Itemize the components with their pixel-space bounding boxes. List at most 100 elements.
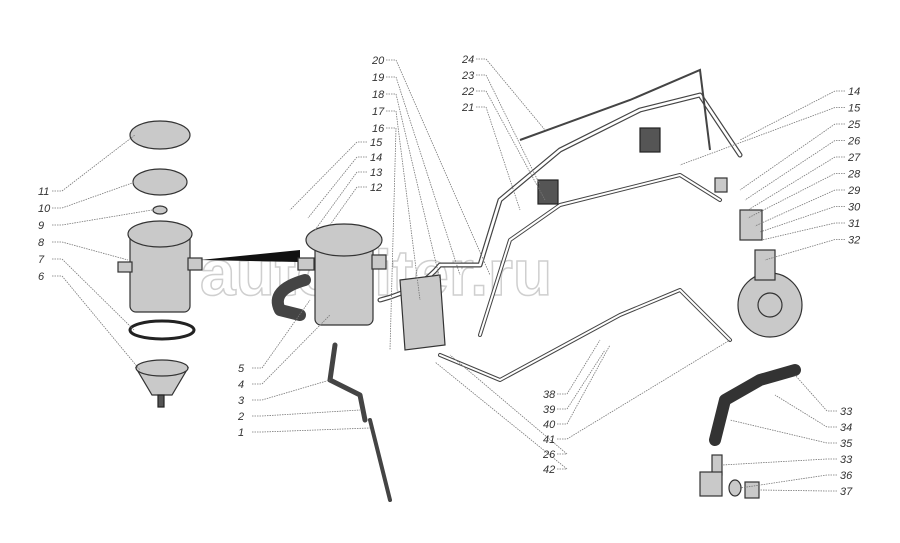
leader-line [774, 394, 837, 428]
callout-bottom-mid-5: 26 [542, 449, 556, 461]
callout-right-9: 31 [848, 218, 860, 230]
leader-line [52, 241, 129, 261]
callout-bottom-right-3: 35 [840, 438, 853, 450]
leader-line [747, 173, 845, 219]
callout-left-1: 11 [38, 186, 49, 198]
pump-hose [709, 364, 801, 446]
leader-line [557, 349, 606, 410]
filter-element-plate [132, 168, 188, 196]
leader-line [52, 181, 136, 209]
assembled-outlet [371, 254, 387, 270]
intake-tube [368, 418, 392, 502]
assembled-inlet [297, 257, 315, 271]
leader-line [52, 134, 136, 192]
callout-upper-mid-2: 19 [372, 72, 384, 84]
callout-left-5: 7 [38, 254, 45, 266]
gasket [152, 205, 168, 215]
callout-upper-mid-5: 16 [372, 123, 385, 135]
banjo-bolt [714, 177, 728, 193]
assembled-cover [305, 223, 383, 257]
callout-right-6: 28 [847, 169, 861, 181]
leader-line [386, 127, 397, 351]
callout-filter-bottom-4: 2 [237, 411, 244, 423]
clamp-left [537, 179, 559, 205]
leader-line [314, 171, 367, 231]
leader-line [252, 379, 331, 401]
leader-line [252, 314, 331, 385]
fuel-lines [377, 68, 763, 382]
callout-left-3: 9 [38, 220, 44, 232]
callout-filter-bottom-3: 3 [238, 395, 245, 407]
second-fuel-line-inner [479, 174, 721, 336]
fuel-filter-assembly [271, 223, 392, 502]
callout-labels: 1110987615141312543212019181716242322211… [38, 54, 861, 498]
leader-lines [52, 58, 845, 492]
callout-bottom-mid-1: 38 [543, 389, 556, 401]
callout-right-7: 29 [847, 185, 860, 197]
callout-filter-bottom-1: 5 [238, 363, 245, 375]
leader-line [307, 156, 367, 219]
leader-line [52, 275, 141, 371]
leader-line [52, 258, 135, 331]
leader-line [729, 419, 837, 444]
upper-line [519, 68, 711, 151]
leader-line [52, 209, 153, 226]
leader-line [557, 339, 731, 440]
leader-line [764, 239, 845, 261]
callout-filter-top-3: 13 [370, 167, 383, 179]
leader-line [434, 361, 569, 470]
callout-bottom-right-5: 36 [840, 470, 853, 482]
callout-left-6: 6 [38, 271, 45, 283]
leader-line [252, 427, 371, 433]
callout-bottom-mid-3: 40 [543, 419, 556, 431]
leader-line [761, 222, 845, 241]
leader-line [759, 489, 837, 492]
callout-bottom-mid-4: 41 [543, 434, 555, 446]
leader-line [252, 409, 361, 417]
vacuum-pump-assembly [699, 249, 803, 499]
callout-upper-mid-3: 18 [372, 89, 385, 101]
leader-line [679, 107, 845, 166]
elbow-fitting [699, 471, 723, 497]
leader-line [329, 186, 367, 226]
callout-upper-right-3: 22 [461, 86, 474, 98]
callout-bottom-right-4: 33 [840, 454, 853, 466]
bowl-rim [135, 359, 189, 377]
leader-line [252, 299, 311, 369]
callout-right-4: 26 [847, 136, 861, 148]
callout-upper-mid-1: 20 [371, 55, 385, 67]
drain-plug [157, 394, 165, 408]
callout-left-4: 8 [38, 237, 45, 249]
leader-line [747, 156, 845, 211]
return-line-inner [439, 289, 731, 381]
housing-top [127, 220, 193, 248]
callout-right-2: 15 [848, 103, 861, 115]
callout-bottom-right-2: 34 [840, 422, 852, 434]
washer [728, 479, 742, 497]
assembly-arrow [200, 250, 300, 262]
leader-line [289, 141, 367, 211]
leader-line [476, 58, 546, 131]
filter-cover [129, 120, 191, 150]
callout-bottom-right-1: 33 [840, 406, 853, 418]
leader-line [476, 106, 521, 211]
callout-bottom-mid-2: 39 [543, 404, 555, 416]
callout-right-1: 14 [848, 86, 860, 98]
callout-left-2: 10 [38, 203, 51, 215]
callout-bottom-right-6: 37 [840, 486, 853, 498]
leader-line [759, 206, 845, 233]
leader-line [386, 110, 421, 301]
o-ring [128, 319, 196, 341]
leader-line [557, 344, 611, 425]
mounting-bracket [399, 274, 446, 351]
callout-bottom-mid-6: 42 [543, 464, 555, 476]
callout-right-5: 27 [847, 152, 861, 164]
callout-upper-mid-4: 17 [372, 106, 385, 118]
union-bolt [744, 481, 760, 499]
leader-line [739, 474, 837, 489]
leader-line [721, 458, 837, 466]
leader-line [739, 90, 845, 141]
leader-line [476, 90, 546, 201]
clamp-right [639, 127, 661, 153]
